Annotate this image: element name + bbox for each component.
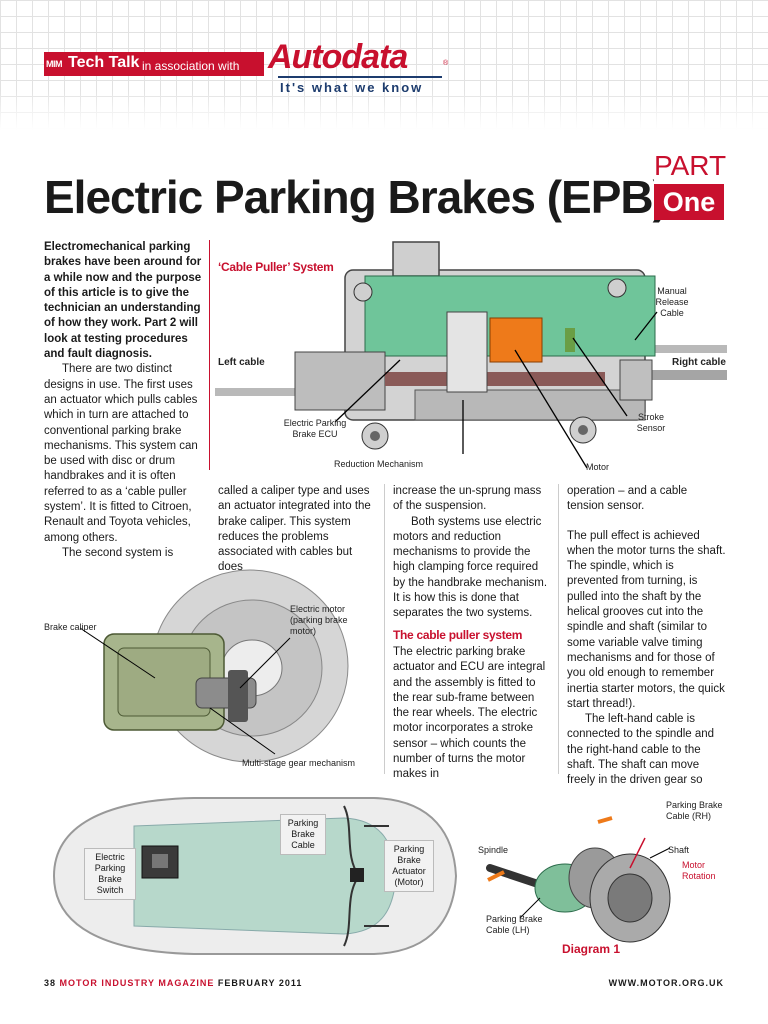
part-label: PART bbox=[654, 148, 726, 184]
part-number: One bbox=[654, 184, 724, 220]
gear-mechanism-label: Multi-stage gear mechanism bbox=[242, 758, 356, 768]
paragraph: The pull effect is achieved when the mot… bbox=[567, 529, 726, 710]
issue-date: FEBRUARY 2011 bbox=[217, 978, 303, 988]
paragraph: The left-hand cable is connected to the … bbox=[567, 713, 715, 787]
column-divider bbox=[209, 240, 210, 470]
motor-label: Motor bbox=[586, 462, 610, 472]
column-3: increase the un-sprung mass of the suspe… bbox=[393, 484, 551, 783]
paragraph: called a caliper type and uses an actuat… bbox=[218, 485, 371, 574]
paragraph: There are two distinct designs in use. T… bbox=[44, 363, 198, 544]
column-divider bbox=[384, 484, 385, 774]
motor-rotation-label: Motor Rotation bbox=[682, 860, 716, 881]
manual-release-label: Manual Release Cable bbox=[655, 286, 689, 318]
cable-lh-label: Parking Brake Cable (LH) bbox=[486, 914, 543, 935]
intro-paragraph: Electromechanical parking brakes have be… bbox=[44, 241, 202, 361]
magazine-name: MOTOR INDUSTRY MAGAZINE bbox=[59, 978, 215, 988]
column-2: called a caliper type and uses an actuat… bbox=[218, 484, 376, 576]
section-subheading: The cable puller system bbox=[393, 627, 523, 642]
article-title: Electric Parking Brakes (EPB) bbox=[44, 171, 668, 223]
paragraph: The electric parking brake actuator and … bbox=[393, 645, 546, 781]
mim-badge: MIM bbox=[44, 52, 64, 76]
paragraph: increase the un-sprung mass of the suspe… bbox=[393, 485, 542, 513]
logo-underline bbox=[278, 76, 442, 78]
paragraph: operation – and a cable tension sensor. bbox=[567, 485, 688, 513]
cable-label: Parking Brake Cable bbox=[280, 814, 326, 855]
column-4: operation – and a cable tension sensor. … bbox=[567, 484, 727, 789]
switch-label: Electric Parking Brake Switch bbox=[84, 848, 136, 900]
left-cable-label: Left cable bbox=[218, 357, 265, 368]
paragraph: The second system is bbox=[62, 546, 174, 559]
diagram-1-illustration bbox=[486, 816, 671, 943]
cable-puller-illustration bbox=[215, 241, 727, 469]
tagline: It's what we know bbox=[280, 80, 424, 95]
website-url[interactable]: WWW.MOTOR.ORG.UK bbox=[608, 978, 724, 988]
page-number: 38 bbox=[44, 978, 57, 988]
diagram-caption: Diagram 1 bbox=[562, 942, 621, 956]
figure-title: ‘Cable Puller’ System bbox=[218, 260, 334, 274]
column-1: Electromechanical parking brakes have be… bbox=[44, 240, 202, 561]
reduction-mechanism-label: Reduction Mechanism bbox=[334, 459, 424, 469]
brake-caliper-label: Brake caliper bbox=[44, 622, 97, 632]
footer-left: 38 MOTOR INDUSTRY MAGAZINE FEBRUARY 2011 bbox=[44, 978, 302, 988]
column-divider bbox=[558, 484, 559, 774]
electric-motor-label: Electric motor (parking brake motor) bbox=[290, 604, 348, 636]
cable-rh-label: Parking Brake Cable (RH) bbox=[666, 800, 723, 821]
shaft-label: Shaft bbox=[668, 845, 690, 855]
tech-talk-bar bbox=[64, 52, 264, 76]
right-cable-label: Right cable bbox=[672, 357, 726, 368]
stroke-sensor-label: Stroke Sensor bbox=[636, 412, 666, 433]
paragraph: Both systems use electric motors and red… bbox=[393, 515, 548, 620]
tech-talk-label: Tech Talk bbox=[68, 54, 140, 71]
car-illustration bbox=[52, 797, 458, 955]
association-label: in association with bbox=[142, 59, 240, 73]
spindle-label: Spindle bbox=[478, 845, 509, 855]
caliper-illustration bbox=[79, 569, 349, 763]
autodata-logo: Autodata bbox=[268, 38, 408, 76]
ecu-label: Electric Parking Brake ECU bbox=[283, 418, 347, 439]
actuator-label: Parking Brake Actuator (Motor) bbox=[384, 840, 434, 892]
registered-mark: ® bbox=[443, 60, 449, 67]
header-grid-fade bbox=[0, 90, 768, 130]
